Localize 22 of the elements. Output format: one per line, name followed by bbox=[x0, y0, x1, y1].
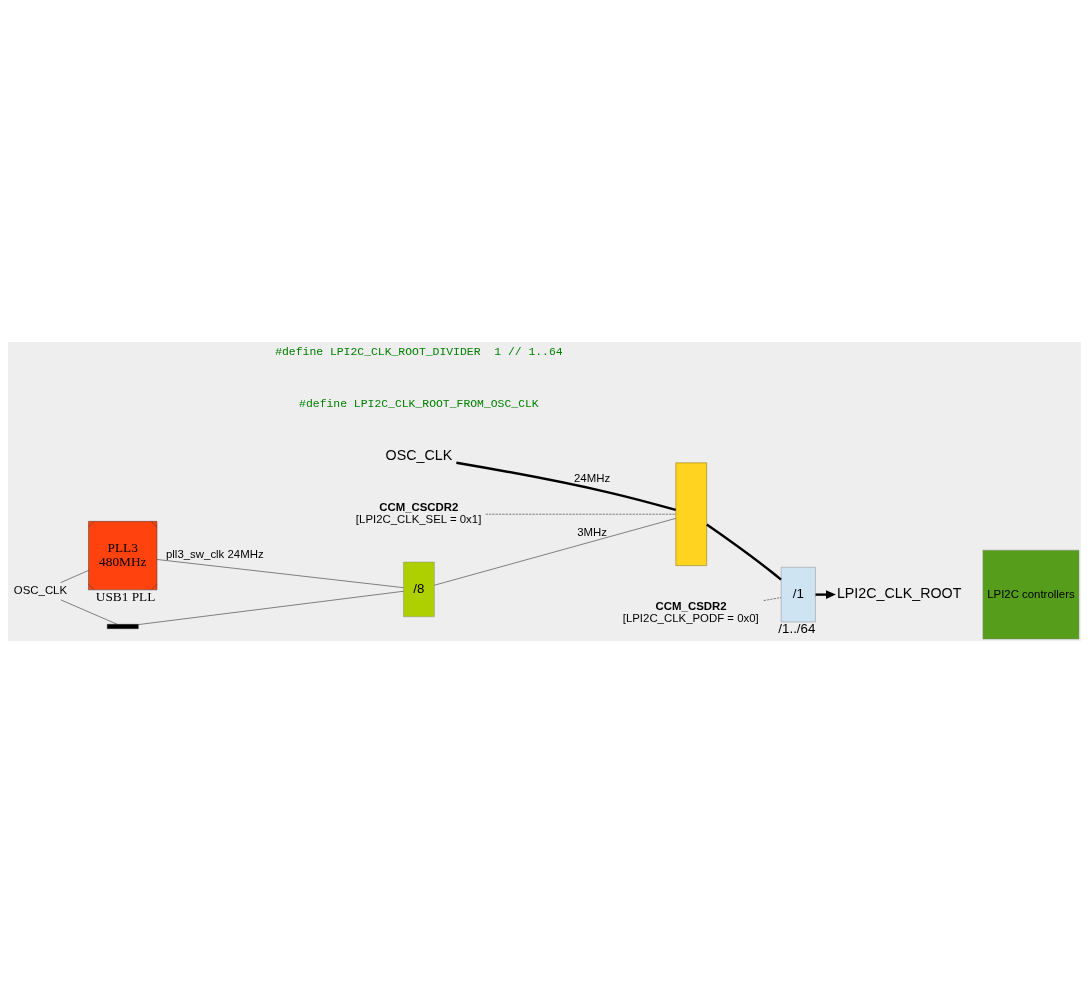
connector bbox=[138, 590, 404, 625]
label: #define LPI2C_CLK_ROOT_DIVIDER 1 // 1..64 bbox=[275, 345, 563, 358]
node-trapezoid bbox=[675, 462, 707, 566]
edge-label: 3MHz bbox=[577, 525, 607, 538]
node-box: /8 bbox=[403, 561, 435, 617]
edge-label: pll3_sw_clk 24MHz bbox=[166, 547, 264, 560]
connector bbox=[456, 461, 677, 511]
node-text: CCM_CSCDR2 [LPI2C_CLK_SEL = 0x1] bbox=[355, 500, 482, 525]
node-label: USB1 PLL bbox=[95, 588, 156, 604]
node-box: /1 bbox=[780, 566, 816, 622]
label: #define LPI2C_CLK_ROOT_FROM_OSC_CLK bbox=[299, 397, 539, 410]
node-box: LPI2C controllers bbox=[982, 549, 1080, 639]
node-text: CCM_CSDR2 [LPI2C_CLK_PODF = 0x0] bbox=[622, 599, 759, 624]
node-text: OSC_CLK bbox=[13, 583, 68, 596]
connector bbox=[60, 599, 118, 625]
connector bbox=[706, 523, 782, 581]
edge-label: 24MHz bbox=[574, 471, 611, 484]
node-text: LPI2C_CLK_ROOT bbox=[836, 584, 962, 601]
arrow bbox=[815, 589, 836, 599]
node-text: OSC_CLK bbox=[385, 446, 453, 463]
node-bar bbox=[107, 623, 139, 629]
node-label: /1../64 bbox=[778, 620, 816, 636]
